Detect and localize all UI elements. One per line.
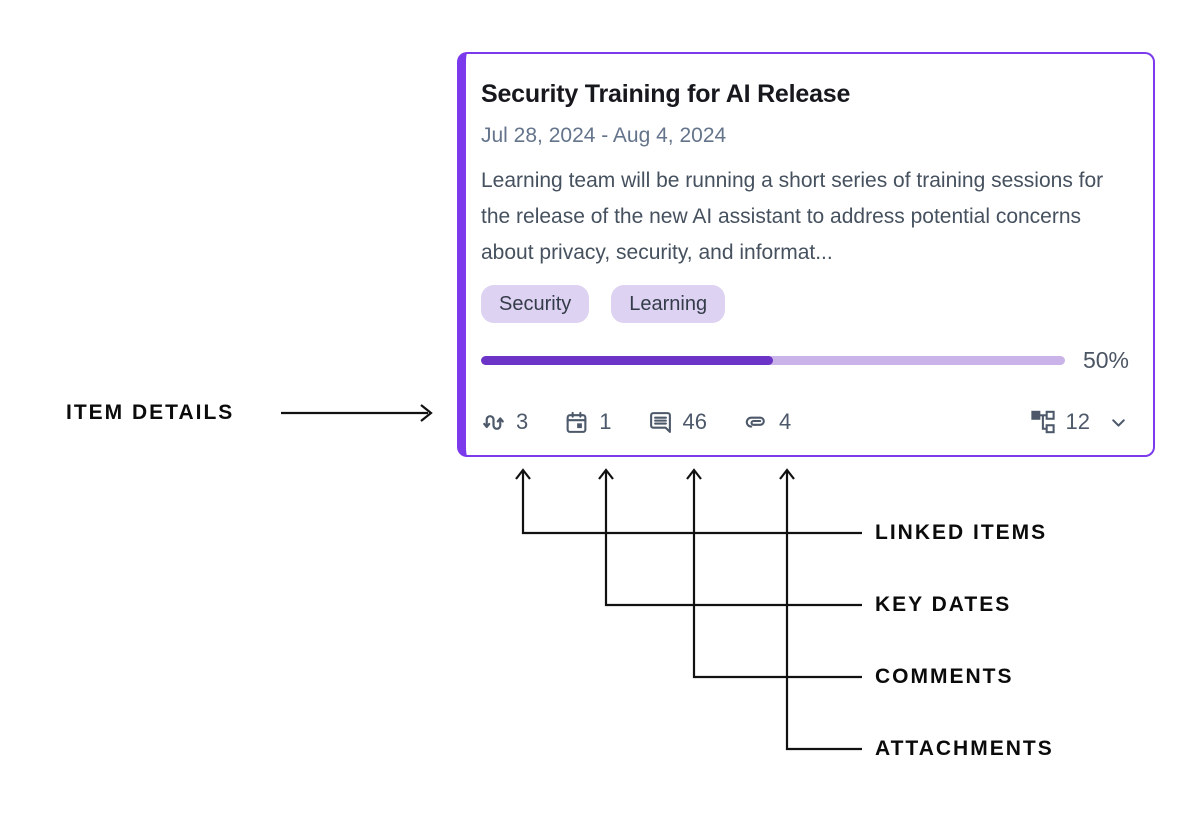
linked-items-stat[interactable]: 3 — [481, 409, 528, 435]
attachments-stat[interactable]: 4 — [743, 409, 791, 435]
linked-items-callout — [521, 471, 862, 535]
footer-stats: 3 1 46 — [481, 409, 791, 435]
progress-percent: 50% — [1082, 347, 1129, 373]
linked-items-arrow-head — [515, 468, 531, 480]
sub-items-count: 12 — [1065, 409, 1090, 434]
card-footer: 3 1 46 — [481, 409, 1129, 435]
progress-bar — [481, 356, 1065, 365]
item-card[interactable]: Security Training for AI Release Jul 28,… — [457, 52, 1155, 457]
card-date-range: Jul 28, 2024 - Aug 4, 2024 — [481, 124, 727, 147]
comments-stat[interactable]: 46 — [648, 409, 707, 435]
attachments-count: 4 — [778, 409, 792, 434]
attachments-callout — [785, 471, 862, 751]
annotation-linked-items: LINKED ITEMS — [875, 521, 1048, 544]
comments-arrow-head — [686, 468, 702, 480]
tag-list: Security Learning — [481, 285, 1129, 323]
comments-count: 46 — [682, 409, 707, 434]
annotation-attachments: ATTACHMENTS — [875, 737, 1054, 760]
comments-icon — [649, 411, 671, 433]
key-dates-arrow-head — [598, 468, 614, 480]
attachments-arrow-head — [779, 468, 795, 480]
key-dates-count: 1 — [599, 409, 612, 434]
progress-row: 50% — [481, 347, 1129, 374]
tag-pill-learning[interactable]: Learning — [611, 285, 726, 323]
linked-items-icon — [483, 414, 504, 430]
chevron-down-icon[interactable] — [1108, 412, 1129, 433]
card-title: Security Training for AI Release — [481, 80, 851, 108]
hierarchy-icon — [1030, 410, 1055, 434]
progress-fill — [481, 356, 773, 365]
key-dates-callout — [604, 471, 862, 607]
annotation-item-details: ITEM DETAILS — [66, 401, 235, 424]
annotation-key-dates: KEY DATES — [875, 593, 1012, 616]
key-dates-stat[interactable]: 1 — [564, 409, 612, 435]
calendar-icon — [566, 411, 587, 433]
item-details-arrow-head — [420, 404, 433, 422]
tag-pill-security[interactable]: Security — [481, 285, 590, 323]
linked-items-count: 3 — [516, 409, 529, 434]
card-description: Learning team will be running a short se… — [481, 169, 1104, 264]
comments-callout — [692, 471, 862, 679]
paperclip-icon — [745, 416, 765, 428]
sub-items-stat[interactable]: 12 — [1030, 409, 1129, 435]
annotation-comments: COMMENTS — [875, 665, 1014, 688]
